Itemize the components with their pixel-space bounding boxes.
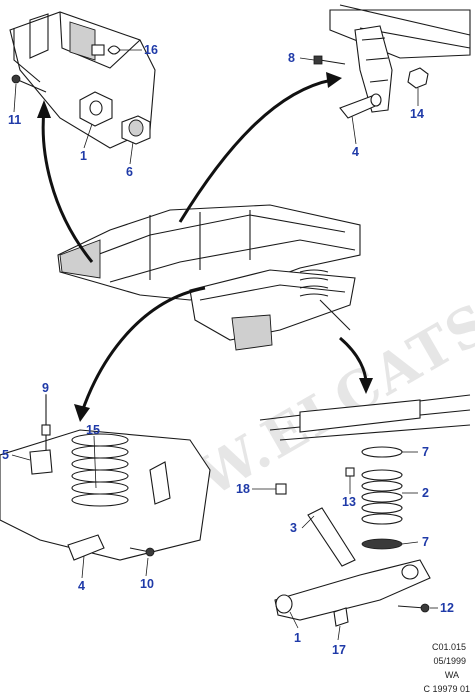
- callout-4-top: 4: [352, 145, 359, 159]
- chassis-frame: [57, 204, 361, 351]
- drawing-code-line-1: C01.015: [432, 642, 466, 652]
- drawing-code: C01.015 05/1999 WA C 19979 01: [423, 642, 470, 694]
- curved-arrows: [37, 72, 373, 422]
- callout-1-top: 1: [80, 149, 87, 163]
- callout-18: 18: [236, 482, 250, 496]
- arrow-head-1: [37, 100, 51, 118]
- callout-4-bottom: 4: [78, 579, 85, 593]
- arrow-head-2: [326, 72, 342, 88]
- callout-3: 3: [290, 521, 297, 535]
- arrow-to-front-detail: [41, 109, 94, 263]
- callout-5: 5: [2, 448, 9, 462]
- callout-10: 10: [140, 577, 154, 591]
- callout-12: 12: [440, 601, 454, 615]
- callout-9: 9: [42, 381, 49, 395]
- callout-15: 15: [86, 423, 100, 437]
- arrow-head-3: [74, 404, 90, 422]
- callout-16: 16: [144, 43, 158, 57]
- leader-lines: [11, 49, 438, 641]
- drawing-code-line-2: 05/1999: [433, 656, 466, 666]
- callout-17: 17: [332, 643, 346, 657]
- arrow-to-rear-detail: [178, 78, 333, 223]
- coil-spring-left: [71, 433, 129, 507]
- callout-2: 2: [422, 486, 429, 500]
- callout-6: 6: [126, 165, 133, 179]
- callout-1-bottom: 1: [294, 631, 301, 645]
- drawing-code-line-3: WA: [445, 670, 459, 680]
- coil-spring-right: [361, 469, 403, 525]
- callout-11: 11: [8, 113, 21, 127]
- callout-7-upper: 7: [422, 445, 429, 459]
- drawing-code-line-4: C 19979 01: [423, 684, 470, 694]
- callout-14: 14: [410, 107, 424, 121]
- detail-front-mount: [9, 11, 156, 149]
- arrow-head-4: [359, 378, 373, 394]
- callout-8: 8: [288, 51, 295, 65]
- arrow-to-left-spring: [80, 286, 206, 413]
- detail-spring-left: [0, 395, 211, 561]
- callout-7-lower: 7: [422, 535, 429, 549]
- callouts: 1 6 11 16 8 14 4 9 5 15 4 10 7 2 18 13 3…: [2, 43, 454, 657]
- callout-13: 13: [342, 495, 356, 509]
- detail-rear-mount: [313, 4, 471, 119]
- detail-spring-right: [259, 394, 471, 627]
